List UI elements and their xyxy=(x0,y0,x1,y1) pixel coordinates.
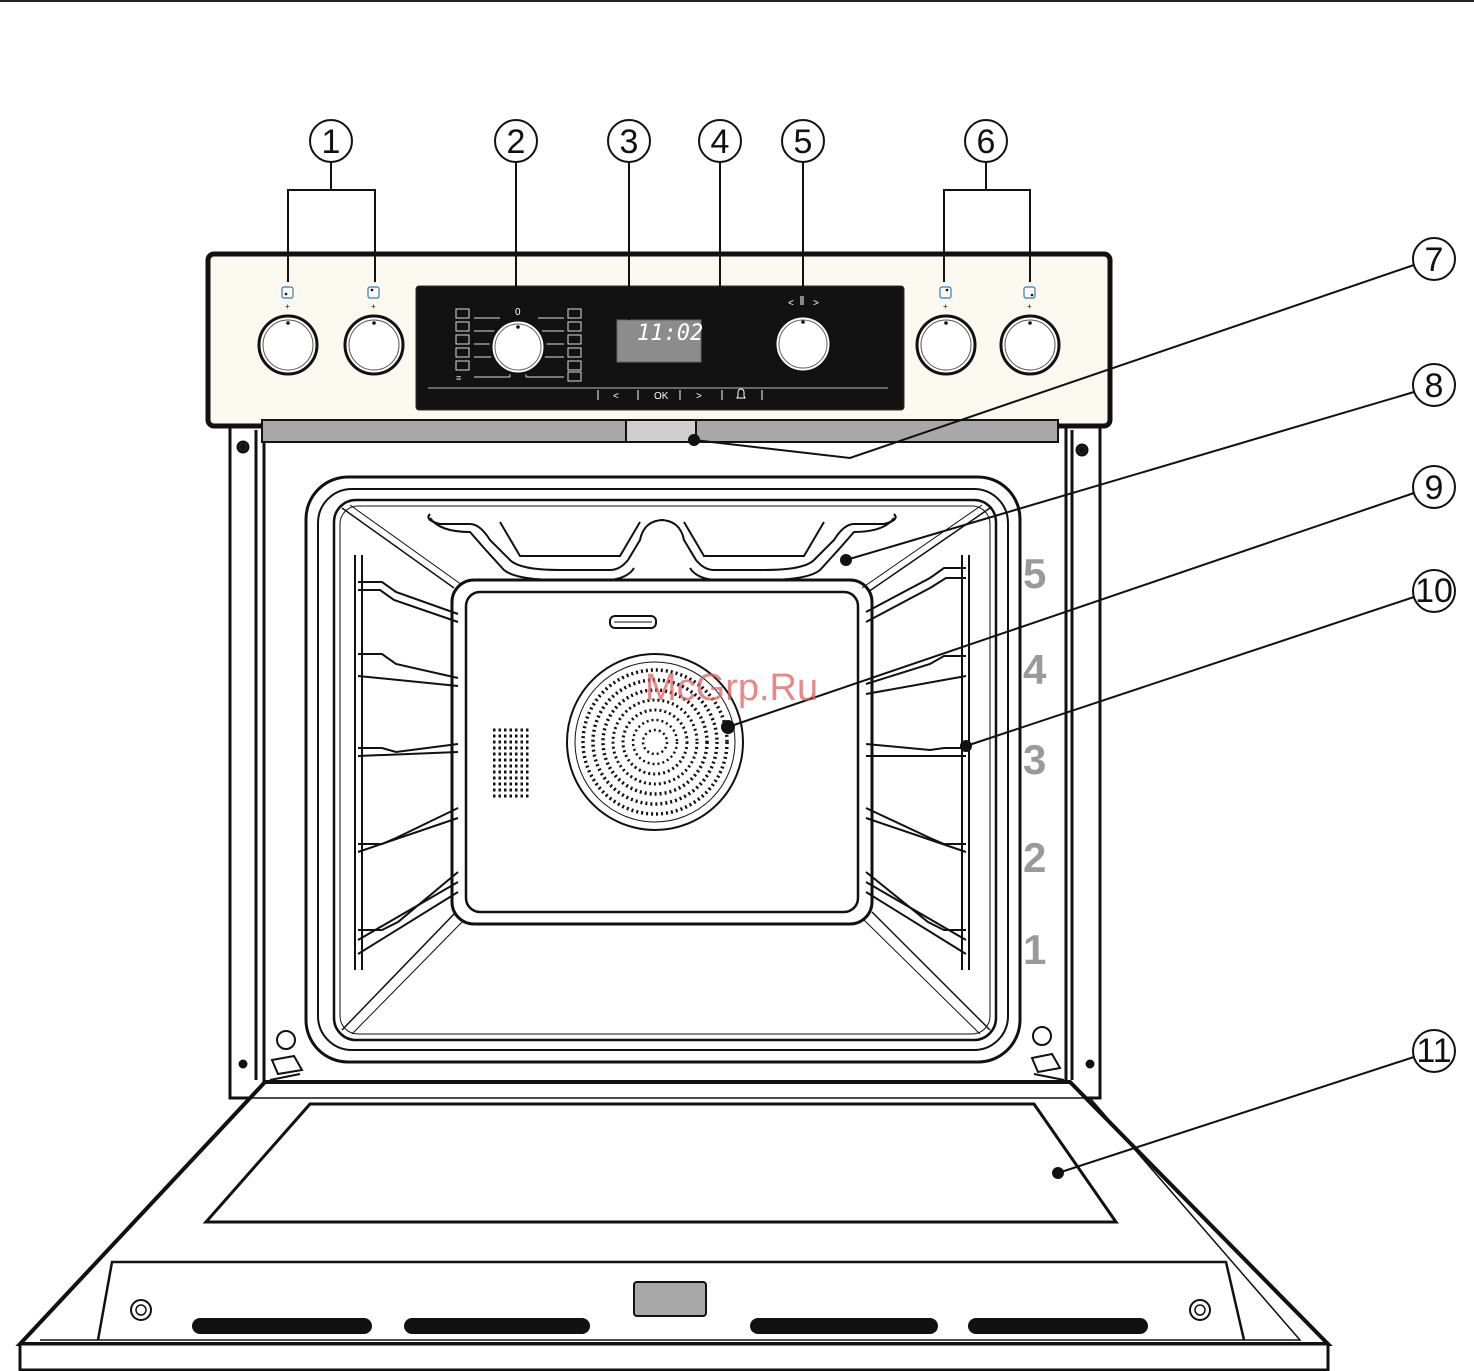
display: 11:02 xyxy=(617,320,703,362)
callout-2: 2 xyxy=(495,120,537,162)
svg-text:+: + xyxy=(1027,302,1032,311)
selector-zero-label: 0 xyxy=(515,307,521,318)
function-selector-knob[interactable] xyxy=(491,320,545,374)
shelf-level-numbers: 5 4 3 2 1 xyxy=(1023,550,1047,973)
callout-8: 8 xyxy=(1413,364,1455,406)
callout-4: 4 xyxy=(699,120,741,162)
svg-text:+: + xyxy=(371,302,376,311)
shelf-level-1: 1 xyxy=(1023,926,1046,973)
shelf-level-2: 2 xyxy=(1023,834,1046,881)
callout-1: 1 xyxy=(310,120,352,162)
callout-10-label: 10 xyxy=(1415,572,1453,610)
temp-increase-label: > xyxy=(813,298,819,309)
door-hinges xyxy=(270,1027,1064,1080)
callout-6-label: 6 xyxy=(977,123,996,161)
hob-knob-right-1[interactable] xyxy=(917,316,975,374)
display-time: 11:02 xyxy=(637,321,703,346)
nav-right-button[interactable]: > xyxy=(696,391,702,402)
shelf-runners-right xyxy=(866,555,969,970)
svg-text:+: + xyxy=(943,302,948,311)
vent-strip xyxy=(262,420,1058,442)
callout-5-label: 5 xyxy=(794,123,813,161)
callout-10: 10 xyxy=(1413,570,1455,612)
callout-7: 7 xyxy=(1413,238,1455,280)
shelf-level-4: 4 xyxy=(1023,646,1047,693)
callout-11: 11 xyxy=(1413,1030,1455,1072)
callout-2-label: 2 xyxy=(507,123,526,161)
callout-1-label: 1 xyxy=(322,123,341,161)
nav-left-button[interactable]: < xyxy=(613,391,619,402)
callout-8-label: 8 xyxy=(1425,367,1444,405)
ok-button[interactable]: OK xyxy=(654,391,669,402)
temperature-knob[interactable] xyxy=(775,316,831,372)
grill-element xyxy=(428,514,895,580)
shelf-level-3: 3 xyxy=(1023,736,1046,783)
callout-6: 6 xyxy=(965,120,1007,162)
callout-4-label: 4 xyxy=(711,123,730,161)
temp-decrease-label: < xyxy=(788,298,794,309)
shelf-runners-left xyxy=(355,555,458,970)
door-screw-right xyxy=(1190,1300,1210,1320)
hob-knob-left-2[interactable] xyxy=(345,316,403,374)
callout-11-label: 11 xyxy=(1416,1032,1451,1070)
door-badge xyxy=(634,1282,706,1316)
door-screw-left xyxy=(131,1300,151,1320)
svg-text:+: + xyxy=(285,302,290,311)
callout-7-label: 7 xyxy=(1425,241,1444,279)
shelf-level-5: 5 xyxy=(1023,550,1046,597)
callout-3: 3 xyxy=(608,120,650,162)
svg-text:≡: ≡ xyxy=(456,373,461,383)
callout-9: 9 xyxy=(1413,466,1455,508)
hob-knob-right-2[interactable] xyxy=(1001,316,1059,374)
back-wall-vent xyxy=(493,730,530,796)
callout-5: 5 xyxy=(782,120,824,162)
hob-knob-left-1[interactable] xyxy=(259,316,317,374)
watermark: McGrp.Ru xyxy=(645,667,818,709)
callout-3-label: 3 xyxy=(620,123,639,161)
callout-9-label: 9 xyxy=(1425,469,1444,507)
